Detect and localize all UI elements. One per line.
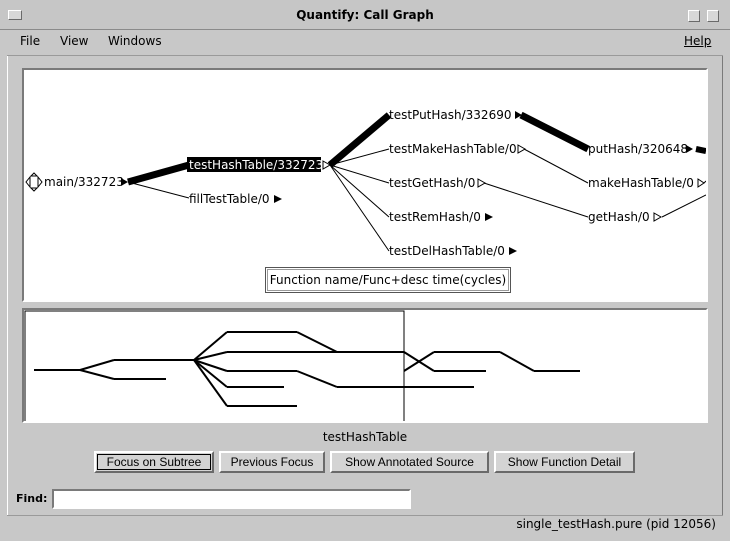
edge-testHashTable-testMakeHashTable [329,148,390,166]
overview-canvas[interactable] [24,310,706,421]
call-graph-canvas[interactable]: main/332723 testHashTable/332723 fillTes… [24,70,706,300]
focus-on-subtree-button[interactable]: Focus on Subtree [94,451,214,473]
edge-testHashTable-testGetHash [329,164,390,184]
menu-bar: File View Windows Help [7,30,723,56]
show-annotated-source-button[interactable]: Show Annotated Source [330,451,489,473]
legend-box: Function name/Func+desc time(cycles) [265,267,511,293]
node-testMakeHashTable[interactable]: testMakeHashTable/0 [389,142,517,156]
node-testRemHash[interactable]: testRemHash/0 [389,210,481,224]
node-testHashTable[interactable]: testHashTable/332723 [189,158,323,172]
main-area [7,56,723,515]
status-bar [7,515,723,536]
overview-viewport-rect[interactable] [24,310,405,421]
edge-testHashTable-testDelHashTable [329,164,390,252]
legend-text: Function name/Func+desc time(cycles) [269,273,507,287]
menu-file[interactable]: File [20,34,41,48]
show-function-detail-button[interactable]: Show Function Detail [494,451,635,473]
expand-collapse-icon[interactable] [25,172,43,192]
menu-windows[interactable]: Windows [108,34,162,48]
focus-function-label: testHashTable [322,430,408,444]
node-makeHashTable[interactable]: makeHashTable/0 [588,176,694,190]
edge-testHashTable-testPutHash [327,112,392,168]
edge-getHash-offscreen [661,194,706,218]
previous-focus-button[interactable]: Previous Focus [219,451,325,473]
node-testDelHashTable[interactable]: testDelHashTable/0 [389,244,505,258]
edge-main-testHashTable [127,161,190,186]
window-title: Quantify: Call Graph [296,8,434,22]
maximize-icon[interactable] [707,10,719,22]
status-text: single_testHash.pure (pid 12056) [516,517,716,531]
find-input[interactable] [52,489,411,509]
node-fillTestTable[interactable]: fillTestTable/0 [189,192,270,206]
selected-node-highlight [187,157,321,172]
node-testPutHash[interactable]: testPutHash/332690 [389,108,511,122]
menu-view[interactable]: View [60,34,89,48]
overview-pane[interactable] [22,308,708,423]
node-getHash[interactable]: getHash/0 [588,210,650,224]
find-label: Find: [16,492,48,505]
minimize-icon[interactable] [688,10,700,22]
edge-putHash-offscreen [695,146,706,154]
edge-testPutHash-putHash [519,111,590,153]
node-testGetHash[interactable]: testGetHash/0 [389,176,475,190]
edge-testGetHash-getHash [483,182,589,218]
title-bar[interactable] [0,0,730,30]
window-menu-icon[interactable] [8,10,22,20]
edge-testMakeHashTable-makeHashTable [523,148,589,184]
node-putHash[interactable]: putHash/320648 [588,142,688,156]
menu-help[interactable]: Help [684,34,712,48]
edge-main-fillTestTable [127,181,190,199]
call-graph-pane[interactable]: main/332723 testHashTable/332723 fillTes… [22,68,708,302]
edge-testHashTable-testRemHash [329,164,390,218]
node-main[interactable]: main/332723 [44,175,124,189]
